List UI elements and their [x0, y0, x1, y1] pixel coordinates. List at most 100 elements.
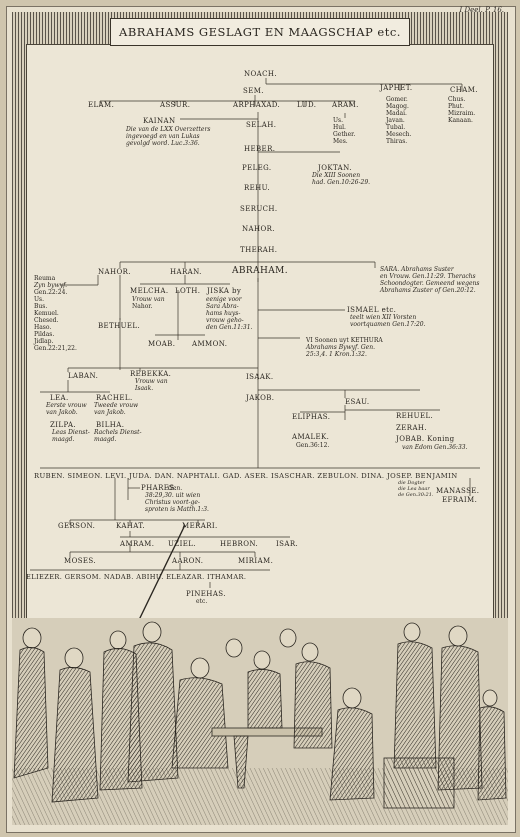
dina-note: die Dogter die Lea baar de Gen.30:21.: [398, 480, 434, 498]
sara-note: SARA. Abrahams Suster en Vrouw. Gen.11:2…: [380, 266, 479, 294]
sara-note-line: Abrahams Zuster of Gen.20:12.: [380, 287, 476, 294]
node-noach: NOACH.: [244, 70, 278, 78]
reuma-line: Haso.: [34, 324, 52, 331]
cham-son: Mizraim.: [448, 110, 476, 117]
jiska-note: eenige voor Sara Abra- hams huys- vrouw …: [206, 296, 252, 331]
melcha-note: Vrouw van Nahor.: [132, 296, 165, 310]
node-laban: LABAN.: [68, 372, 99, 380]
dina-note-line: die Dogter: [398, 480, 425, 486]
japhet-son: Mesech.: [386, 131, 412, 138]
node-bilha: BILHA.: [96, 421, 125, 429]
jiska-note-line: hams huys-: [206, 310, 241, 317]
zilpa-note: Leas Dienst-: [52, 429, 90, 436]
node-eliphas: ELIPHAS.: [292, 413, 331, 421]
aram-sons-list: Us. Hul. Gether. Mes.: [333, 117, 355, 145]
rebekka-note: Isaak.: [135, 385, 154, 392]
reuma-line: Kemuel.: [34, 310, 59, 317]
node-aram: ARAM.: [332, 101, 359, 109]
jiska-note-line: vrouw geho-: [206, 317, 244, 324]
lea-note: Eerste vrouw: [46, 402, 87, 409]
kainan-note-line: gevolgd word. Luc.3:36.: [126, 140, 200, 147]
phares-note: Gen.: [168, 485, 183, 492]
reuma-list: Reuma Zyn bywyf. Gen.22:24. Us. Bus. Kem…: [34, 275, 77, 352]
reuma-line: Bus.: [34, 303, 48, 310]
node-assur: ASSUR.: [160, 101, 191, 109]
jiska-note-line: den Gen.11:31.: [206, 324, 253, 331]
kethura-line: 25:3,4. 1 Kron.1:32.: [306, 351, 367, 358]
lea-note: van Jakob.: [46, 409, 78, 416]
node-rehuel: REHUEL.: [396, 412, 434, 420]
node-jakob: JAKOB.: [246, 394, 275, 402]
kethura-line: Abrahams Bywyf. Gen.: [306, 344, 375, 351]
reuma-line: Pildas.: [34, 331, 55, 338]
reuma-line: Zyn bywyf.: [34, 282, 67, 289]
cham-son: Kanaan.: [448, 117, 473, 124]
pinehas-etc: etc.: [196, 598, 208, 605]
node-haran: HARAN.: [170, 268, 202, 276]
node-melcha: MELCHA.: [130, 287, 169, 295]
sara-note-line: SARA. Abrahams Suster: [380, 266, 454, 273]
phares-note: sproten is Matth.1:3.: [145, 506, 209, 513]
scene-illustration: [12, 618, 508, 825]
node-kainan: KAINAN: [143, 117, 176, 125]
reuma-line: Us.: [34, 296, 45, 303]
node-moses: MOSES.: [64, 557, 96, 565]
japhet-son: Gomer.: [386, 96, 408, 103]
aram-son: Mes.: [333, 138, 348, 145]
reuma-line: Reuma: [34, 275, 56, 282]
volume-note: I Deel. P. 16.: [459, 6, 504, 14]
aram-son: Us.: [333, 117, 344, 124]
node-pinehas: PINEHAS.: [186, 590, 226, 598]
ismael-note: voortquamen Gen.17:20.: [350, 321, 426, 328]
node-elam: ELAM.: [88, 101, 115, 109]
joktan-note-line: had. Gen.10:26-29.: [312, 179, 371, 186]
sara-note-line: en Vrouw. Gen.11:29. Therachs: [380, 273, 476, 280]
aram-son: Hul.: [333, 124, 346, 131]
japhet-son: Thiras.: [386, 138, 408, 145]
ismael-note: teelt wien XII Vorsten: [350, 314, 417, 321]
node-therah: THERAH.: [240, 246, 278, 254]
reuma-line: Gen.22:21,22.: [34, 345, 77, 352]
rachel-note: van Jakob.: [94, 409, 126, 416]
phares-note: 38:29,30. uit wien: [145, 492, 201, 499]
node-lud: LUD.: [297, 101, 317, 109]
node-ammon: AMMON.: [192, 340, 228, 348]
node-esau: ESAU.: [345, 398, 370, 406]
node-bethuel: BETHUEL.: [98, 322, 141, 330]
node-aaron: AARON.: [172, 557, 204, 565]
page-title: ABRAHAMS GESLAGT EN MAAGSCHAP etc.: [119, 25, 401, 39]
node-nahor-elder: NAHOR.: [242, 225, 275, 233]
aram-son: Gether.: [333, 131, 356, 138]
node-zilpa: ZILPA.: [50, 421, 77, 429]
rebekka-note: Vrouw van: [135, 378, 168, 385]
joktan-note-line: Die XIII Soonen: [312, 172, 361, 179]
node-rehu: REHU.: [244, 184, 270, 192]
node-uziel: UZIEL.: [168, 540, 196, 548]
sara-note-line: Schoondogter. Gemeend wegens: [380, 280, 480, 287]
node-amalek: AMALEK.: [292, 433, 330, 441]
japhet-son: Javan.: [386, 117, 405, 124]
node-merari: MERARI.: [182, 522, 218, 530]
node-miriam: MIRIAM.: [238, 557, 274, 565]
title-banner: ABRAHAMS GESLAGT EN MAAGSCHAP etc.: [110, 18, 410, 46]
node-lea: LEA.: [50, 394, 69, 402]
dina-note-line: die Lea baar: [398, 486, 430, 492]
jiska-note-line: eenige voor: [206, 296, 242, 303]
zilpa-note: maagd.: [52, 436, 75, 443]
node-abraham: ABRAHAM.: [232, 266, 289, 276]
kethura-line: VI Soonen uyt KETHURA: [306, 337, 383, 344]
melcha-note-line: Vrouw van: [132, 296, 165, 303]
node-rebekka: REBEKKA.: [130, 370, 172, 378]
reuma-line: Jidlap.: [34, 338, 54, 345]
figures-right: [329, 622, 507, 809]
tribes-row: RUBEN. SIMEON. LEVI. JUDA. DAN. NAPHTALI…: [34, 472, 458, 480]
reuma-line: Gen.22:24.: [34, 289, 68, 296]
node-ismael: ISMAEL etc.: [347, 306, 397, 314]
node-sem: SEM.: [243, 87, 264, 95]
node-joktan: JOKTAN.: [318, 164, 352, 172]
node-efraim: EFRAIM.: [442, 496, 478, 504]
node-kahat: KAHAT.: [116, 522, 146, 530]
node-loth: LOTH.: [175, 287, 201, 295]
cham-son: Phut.: [448, 103, 465, 110]
